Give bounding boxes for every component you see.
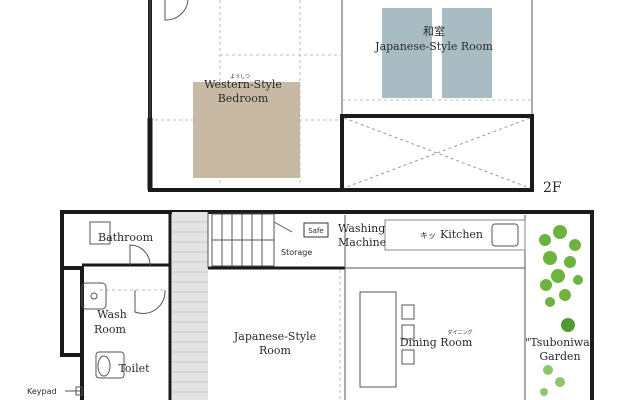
kitchen-counter: [384, 219, 526, 251]
garden-label-2: Garden: [539, 350, 580, 363]
washroom-label-2: Room: [94, 323, 127, 336]
garden-label-1: "Tsuboniwa": [525, 336, 595, 349]
floor-label-2f: 2F: [543, 180, 562, 196]
dining-chair-2: [401, 324, 415, 340]
stairwell-void: [340, 114, 534, 192]
washroom-door: [134, 289, 166, 315]
floor-2f: ようしつ Western-Style Bedroom 和室 Japanese-S…: [147, 0, 562, 196]
storage-label: Storage: [281, 248, 312, 257]
dining-chair-3: [401, 349, 415, 365]
bath-door: [129, 244, 151, 266]
safe-label: Safe: [308, 227, 324, 235]
2f-door: [164, 0, 189, 21]
dining-chair-1: [401, 304, 415, 320]
keypad-marker: [75, 386, 83, 396]
japanese-room-en: Japanese-Style Room: [374, 40, 493, 53]
stairs: [211, 213, 293, 267]
washing-label-2: Machine: [338, 236, 386, 249]
tatami-mat-2: [442, 8, 492, 98]
keypad-label: Keypad: [27, 387, 57, 396]
kitchen-label: Kitchen: [440, 228, 483, 241]
japanese-room-1f-label-1: Japanese-Style: [233, 330, 316, 343]
japanese-room-1f-label-2: Room: [259, 344, 292, 357]
safe-icon: [303, 222, 329, 238]
bathtub: [89, 221, 111, 245]
washroom-label-1: Wash: [97, 308, 127, 321]
toilet-fixture: [95, 351, 125, 379]
bathroom-label: Bathroom: [98, 231, 154, 244]
washbasin: [81, 282, 107, 310]
corridor-strip: [172, 212, 208, 400]
dining-room-label: Dining Room: [400, 336, 473, 349]
toilet-label: Toilet: [118, 362, 150, 375]
japanese-room-jp: 和室: [423, 24, 445, 38]
western-room-furigana: ようしつ: [230, 74, 250, 80]
kitchen-furigana: キッ: [420, 231, 436, 240]
kitchen-sink: [491, 223, 519, 247]
washing-label-1: Washing: [338, 222, 385, 235]
tatami-mat-1: [382, 8, 432, 98]
dining-furigana: ダイニング: [447, 329, 472, 336]
western-room-label-1: Western-Style: [204, 78, 282, 91]
floor-1f: Bathroom Storage Safe Washing Machine キッ…: [27, 210, 595, 400]
western-room-label-2: Bedroom: [218, 92, 269, 105]
garden-plants: [539, 225, 583, 396]
dining-table: [359, 291, 397, 388]
bed: [193, 82, 300, 178]
